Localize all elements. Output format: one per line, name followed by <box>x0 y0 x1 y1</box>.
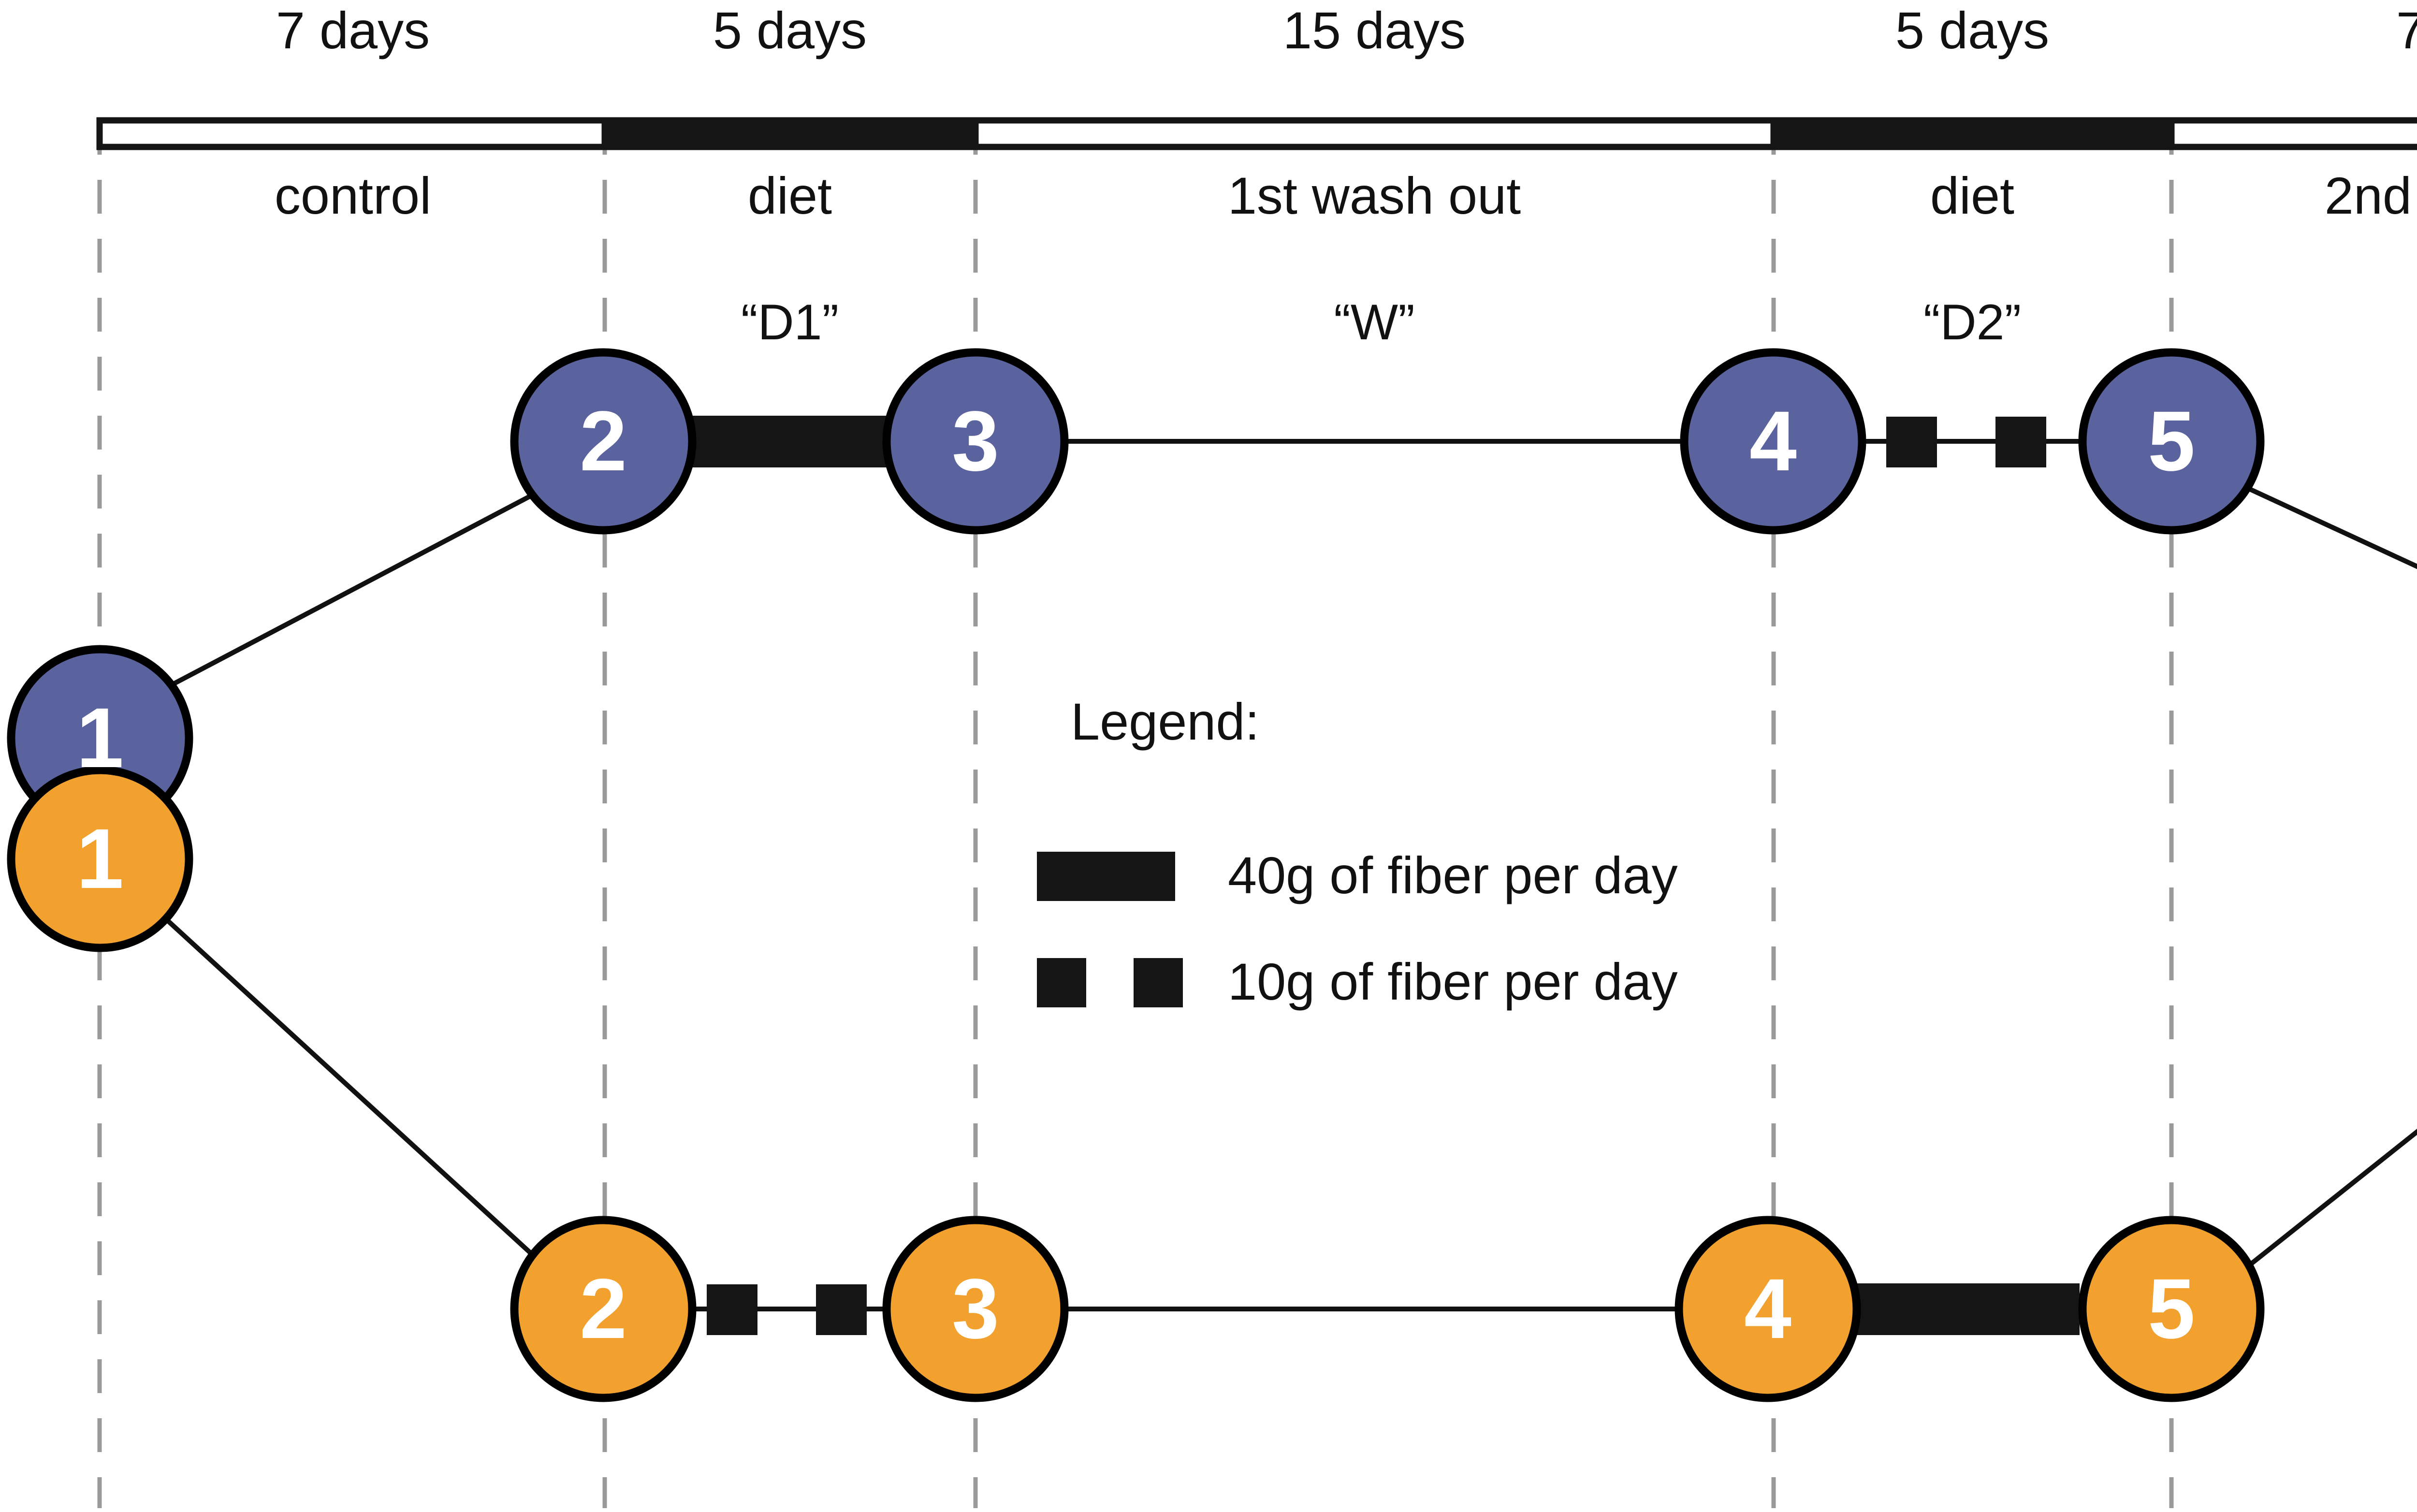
orange-link-4-5-thick-bar <box>1851 1283 2080 1335</box>
legend-title: Legend: <box>1071 692 1260 751</box>
duration-label-diet-1: 5 days <box>713 1 867 59</box>
orange-node-1 <box>7 766 193 952</box>
blue-link-5-6 <box>2246 486 2417 569</box>
orange-arm-connectors <box>153 907 2417 1335</box>
orange-node-2 <box>510 1216 697 1402</box>
orange-arm-nodes <box>7 766 2265 1402</box>
blue-node-3 <box>882 348 1069 535</box>
timeline-segment-diet-2 <box>1770 117 2175 150</box>
timeline-segment-diet-1 <box>601 117 979 150</box>
orange-link-5-6 <box>2246 1129 2417 1268</box>
orange-node-3 <box>882 1216 1069 1402</box>
blue-link-4-5-dash-b <box>1995 417 2046 467</box>
blue-arm-connectors <box>158 416 2417 694</box>
duration-label-washout-2: 7 days <box>2396 1 2417 59</box>
phase-code-w: “W” <box>1334 294 1415 350</box>
legend-swatches <box>1037 852 1183 1007</box>
blue-node-4 <box>1680 348 1866 535</box>
timeline-segment-washout-1 <box>972 117 1777 150</box>
phase-label-washout-1: 1st wash out <box>1227 166 1521 225</box>
orange-link-2-3-dash-b <box>816 1284 867 1335</box>
duration-label-diet-2: 5 days <box>1895 1 2050 59</box>
phase-label-diet-1: diet <box>747 166 832 225</box>
orange-node-4 <box>1674 1216 1861 1402</box>
duration-label-control: 7 days <box>276 1 430 59</box>
blue-node-5 <box>2078 348 2265 535</box>
blue-node-2 <box>510 348 697 535</box>
phase-label-control: control <box>274 166 432 225</box>
legend-dashed-square-a <box>1037 958 1086 1007</box>
timeline-segment-control <box>96 117 608 150</box>
phase-label-washout-2: 2nd wash out <box>2324 166 2417 225</box>
legend-item-label-10g: 10g of fiber per day <box>1228 952 1678 1011</box>
timeline-bar <box>96 117 2417 150</box>
legend-solid-bar-swatch <box>1037 852 1175 901</box>
blue-arm-nodes <box>7 348 2265 831</box>
orange-link-2-3-dash-a <box>707 1284 757 1335</box>
orange-node-5 <box>2078 1216 2265 1402</box>
blue-link-4-5-dash-a <box>1886 417 1937 467</box>
timeline-segment-washout-2 <box>2168 117 2417 150</box>
orange-link-1-2 <box>153 907 547 1268</box>
legend-dashed-square-b <box>1134 958 1183 1007</box>
blue-link-2-3-thick-bar <box>677 416 905 467</box>
duration-label-washout-1: 15 days <box>1282 1 1466 59</box>
phase-code-d1: “D1” <box>741 294 839 350</box>
phase-label-diet-2: diet <box>1930 166 2015 225</box>
legend-item-label-40g: 40g of fiber per day <box>1228 846 1678 904</box>
blue-link-1-2 <box>158 486 547 694</box>
phase-code-d2: “D2” <box>1923 294 2022 350</box>
